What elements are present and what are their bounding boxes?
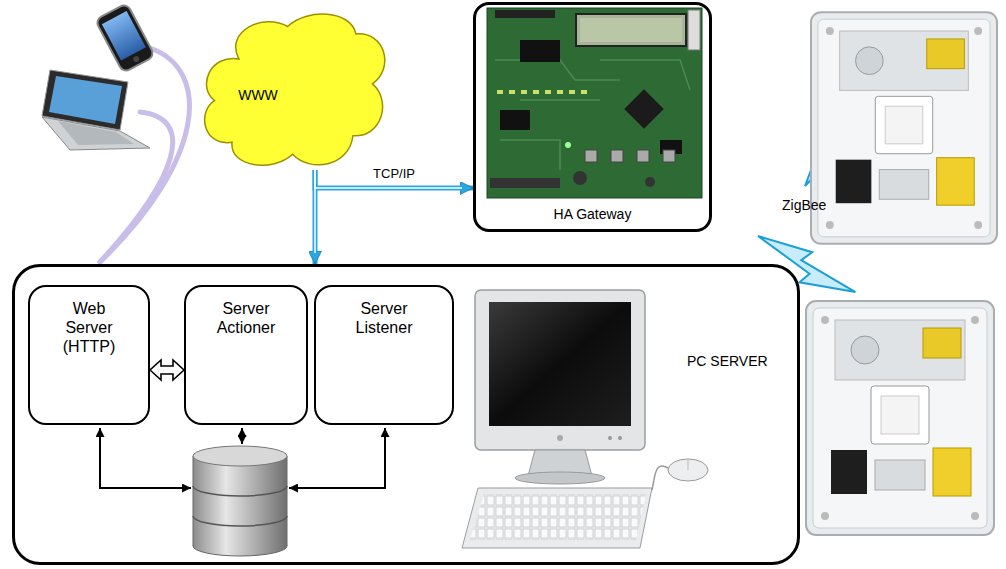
process-box: Web Server (HTTP) (28, 285, 150, 425)
box-text: Web Server (HTTP) (52, 299, 126, 357)
gateway-board-photo (500, 110, 530, 130)
text-block: WWW (208, 87, 308, 104)
gateway-board-photo (495, 10, 555, 18)
network-link-core (314, 170, 316, 253)
cloud-shape (195, 8, 390, 170)
database-symbol (193, 486, 287, 496)
phone-icon (132, 55, 140, 63)
gateway-board-photo (576, 14, 686, 46)
database-link (289, 428, 385, 488)
double-arrow (150, 360, 184, 380)
gateway-board-photo (645, 177, 655, 187)
gateway-board-photo (573, 171, 587, 185)
box-title: PC SERVER (687, 353, 768, 370)
database-symbol (193, 456, 287, 546)
pc-picture (470, 494, 646, 540)
zigbee-device (811, 12, 997, 244)
gateway-board-photo (565, 142, 571, 148)
process-box: Server Listener (314, 285, 454, 425)
connector (315, 170, 473, 264)
database-symbol (193, 446, 287, 466)
gateway-board-photo (495, 60, 690, 170)
laptop-icon (42, 70, 150, 150)
pc-picture (608, 436, 612, 440)
network-link (313, 170, 318, 264)
gateway-board-photo (545, 90, 551, 94)
gateway-board-photo (533, 90, 539, 94)
connector-core (315, 170, 462, 253)
database-symbol (193, 456, 287, 546)
pc-picture (618, 436, 622, 440)
cloud-node: WWW (195, 8, 390, 170)
gateway-board-photo (557, 90, 563, 94)
gateway-board-photo (663, 150, 675, 162)
box-text: Server Listener (347, 299, 421, 337)
gateway-board-photo (624, 89, 664, 129)
text-block: Server Listener (316, 299, 452, 337)
zigbee-device (806, 301, 994, 535)
pc-picture (462, 488, 652, 548)
pc-picture (557, 435, 563, 441)
laptop-icon (58, 121, 134, 145)
link-label: ZigBee (782, 197, 826, 214)
edge-label-holder: TCP/IP (371, 166, 417, 182)
pc-picture (475, 290, 645, 450)
gateway-board-photo (487, 8, 702, 198)
gateway-board-photo (520, 40, 560, 62)
database-link (100, 428, 385, 488)
pc-picture (652, 466, 668, 490)
database-link (241, 428, 243, 444)
text-block: Web Server (HTTP) (30, 299, 148, 357)
process-box: Server Actioner (184, 285, 308, 425)
gateway-board-photo (580, 18, 682, 42)
database-symbol (193, 456, 287, 546)
phone-icon (95, 3, 155, 73)
phone-icon (102, 11, 146, 60)
pc-picture (668, 459, 708, 481)
label-holder: ZigBee (782, 197, 826, 214)
pc-picture (515, 472, 605, 484)
gateway-board-photo (581, 90, 587, 94)
database-symbol (193, 446, 287, 556)
gateway-box: HA Gateway (473, 2, 712, 232)
gateway-board-photo (521, 90, 527, 94)
gateway-board-photo (585, 150, 597, 162)
edge-label: TCP/IP (371, 166, 417, 182)
database-symbol (193, 516, 287, 526)
gateway-board-photo (637, 150, 649, 162)
laptop-icon (42, 117, 150, 150)
double-arrow (150, 360, 184, 380)
zigbee-device (806, 12, 997, 535)
cloud-label: WWW (238, 87, 278, 104)
text-block: Server Actioner (186, 299, 306, 337)
cloud-shape (205, 14, 385, 165)
gateway-board-photo (487, 8, 702, 198)
laptop-icon (49, 76, 122, 124)
gateway-board-photo (569, 90, 575, 94)
box-text: Server Actioner (209, 299, 283, 337)
database-link (100, 428, 191, 488)
gateway-board-photo (611, 150, 623, 162)
gateway-board-photo (490, 178, 560, 188)
text-block: PC SERVER (687, 353, 768, 370)
gateway-board-photo (509, 90, 515, 94)
server-box: PC SERVER Web Server (HTTP) Server Actione… (12, 264, 800, 565)
phone-icon (95, 3, 155, 73)
pc-picture (489, 302, 631, 426)
box-title: HA Gateway (554, 206, 632, 223)
pc-picture (688, 459, 689, 470)
gateway-board-photo (688, 10, 700, 50)
pc-picture (462, 290, 708, 548)
gateway-board-photo (497, 90, 503, 94)
text-block: HA Gateway (476, 206, 709, 223)
